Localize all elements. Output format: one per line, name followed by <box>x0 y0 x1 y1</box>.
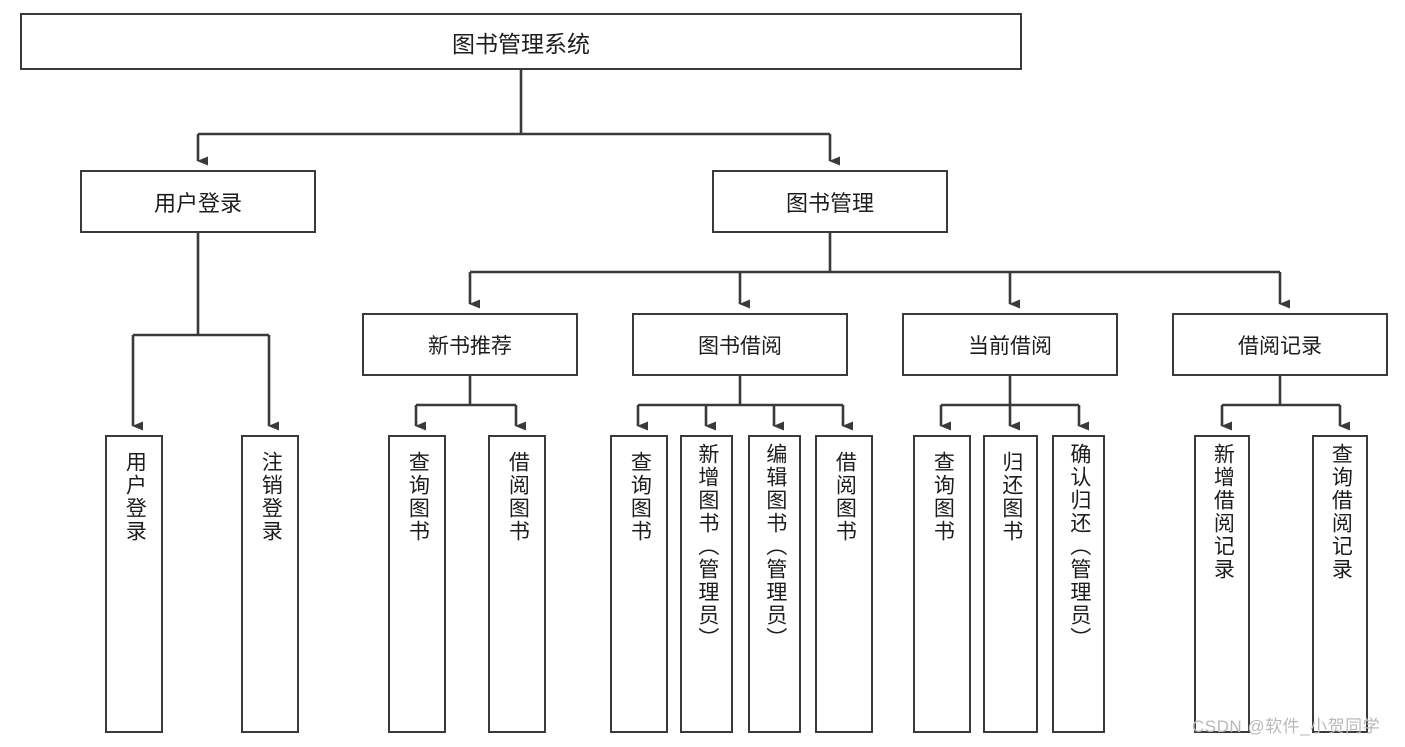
leaf-book-borrow-add-book-admin-label: 新增图书（管理员） <box>695 443 719 650</box>
leaf-current-borrow-return-book[interactable]: 归还图书 <box>983 435 1038 733</box>
leaf-book-borrow-borrow-book-label: 借阅图书 <box>833 451 857 543</box>
leaf-current-borrow-return-book-label: 归还图书 <box>999 451 1023 543</box>
leaf-book-borrow-edit-book-admin[interactable]: 编辑图书（管理员） <box>748 435 801 733</box>
leaf-new-book-borrow-book-label: 借阅图书 <box>506 451 530 543</box>
leaf-new-book-borrow-book[interactable]: 借阅图书 <box>488 435 546 733</box>
node-borrow-record[interactable]: 借阅记录 <box>1172 313 1388 376</box>
leaf-user-login-logout[interactable]: 注销登录 <box>241 435 299 733</box>
node-root-label: 图书管理系统 <box>452 30 590 57</box>
leaf-new-book-query-book[interactable]: 查询图书 <box>388 435 446 733</box>
node-current-borrow[interactable]: 当前借阅 <box>902 313 1118 376</box>
leaf-book-borrow-edit-book-admin-label: 编辑图书（管理员） <box>763 443 787 650</box>
node-book-management-label: 图书管理 <box>785 190 874 216</box>
leaf-current-borrow-query-book-label: 查询图书 <box>931 451 955 543</box>
leaf-user-login-logout-label: 注销登录 <box>259 451 283 543</box>
node-current-borrow-label: 当前借阅 <box>968 334 1052 358</box>
node-new-book-recommend[interactable]: 新书推荐 <box>362 313 578 376</box>
node-book-management[interactable]: 图书管理 <box>712 170 948 233</box>
node-new-book-recommend-label: 新书推荐 <box>428 334 512 358</box>
leaf-borrow-record-query-record-label: 查询借阅记录 <box>1329 443 1353 581</box>
leaf-current-borrow-confirm-return-admin-label: 确认归还（管理员） <box>1067 443 1091 650</box>
node-book-borrow-label: 图书借阅 <box>698 334 782 358</box>
node-user-login-label: 用户登录 <box>153 190 242 216</box>
leaf-new-book-query-book-label: 查询图书 <box>406 451 430 543</box>
leaf-book-borrow-query-book-label: 查询图书 <box>628 451 652 543</box>
leaf-book-borrow-borrow-book[interactable]: 借阅图书 <box>815 435 873 733</box>
leaf-book-borrow-query-book[interactable]: 查询图书 <box>610 435 668 733</box>
leaf-borrow-record-query-record[interactable]: 查询借阅记录 <box>1312 435 1368 733</box>
leaf-current-borrow-query-book[interactable]: 查询图书 <box>913 435 971 733</box>
leaf-user-login-login[interactable]: 用户登录 <box>105 435 163 733</box>
node-book-borrow[interactable]: 图书借阅 <box>632 313 848 376</box>
leaf-borrow-record-add-record-label: 新增借阅记录 <box>1211 443 1235 581</box>
leaf-borrow-record-add-record[interactable]: 新增借阅记录 <box>1194 435 1250 733</box>
leaf-current-borrow-confirm-return-admin[interactable]: 确认归还（管理员） <box>1052 435 1105 733</box>
leaf-book-borrow-add-book-admin[interactable]: 新增图书（管理员） <box>680 435 733 733</box>
watermark-csdn: CSDN @软件_小贺同学 <box>1192 717 1381 736</box>
node-user-login[interactable]: 用户登录 <box>80 170 316 233</box>
node-borrow-record-label: 借阅记录 <box>1238 334 1322 358</box>
node-root-book-management-system[interactable]: 图书管理系统 <box>20 13 1022 70</box>
leaf-user-login-login-label: 用户登录 <box>123 451 147 543</box>
